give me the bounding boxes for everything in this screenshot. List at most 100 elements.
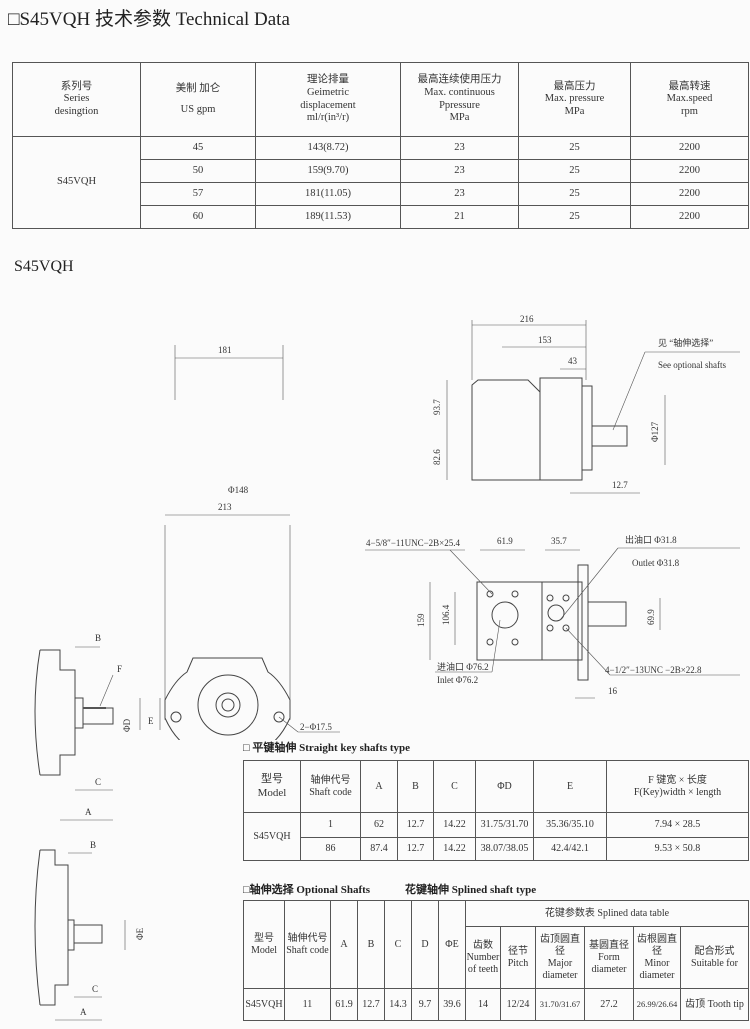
straight-key-heading: □ 平键轴伸 Straight key shafts type [243, 742, 411, 754]
dimension-drawings: 181 213 2−Φ17.5 Φ148 216 153 43 93.7 82.… [164, 314, 740, 740]
cell: 7.94 × 28.5 [606, 812, 749, 838]
header-cn: 轴伸代号 [287, 932, 328, 944]
cell: 39.6 [438, 988, 466, 1021]
header-en: Suitable for [691, 957, 738, 969]
cell: 12.7 [397, 812, 434, 838]
cell: 50 [140, 159, 256, 183]
cell: 57 [140, 182, 256, 206]
dim-153: 153 [538, 335, 552, 345]
cell: 14.22 [433, 837, 476, 861]
dim-213: 213 [218, 502, 232, 512]
cell: 23 [400, 159, 519, 183]
header-cn: 理论排量 [307, 74, 349, 86]
cell: 25 [518, 159, 631, 183]
dim-B: B [90, 840, 96, 850]
page-title: □S45VQH 技术参数 Technical Data [8, 9, 290, 30]
dim-thread-outlet: 4−1/2″−13UNC −2B×22.8 [605, 665, 702, 675]
section-subtitle: S45VQH [14, 258, 74, 275]
series-cell: S45VQH [12, 136, 141, 229]
header-a: A [360, 760, 398, 813]
header-cn: 最高转速 [668, 80, 711, 92]
cell: 2200 [630, 205, 749, 229]
header-d: D [411, 900, 439, 989]
header-en: Max. continuous [424, 86, 495, 98]
header-unit: ml/r(in³/r) [306, 112, 350, 124]
dim-82-6: 82.6 [432, 449, 442, 465]
header-en: F(Key)width × length [633, 786, 722, 798]
bottom-view-drawing: 4−5/8″−11UNC−2B×25.4 61.9 35.7 出油口 Φ31.8… [365, 534, 740, 699]
header-en: Max. pressure [544, 93, 605, 105]
dim-35-7: 35.7 [551, 536, 567, 546]
splined-data-group-header: 花键参数表 Splined data table [465, 900, 749, 927]
outlet-cn: 出油口 Φ31.8 [625, 534, 677, 545]
header-a: A [330, 900, 358, 989]
cell: 31.75/31.70 [475, 812, 534, 838]
dim-106-4: 106.4 [441, 604, 451, 625]
optional-shafts-heading: □轴伸选择 Optional Shafts [243, 884, 371, 896]
header-e: ΦE [438, 900, 466, 989]
splined-shaft-drawing: B ΦE C A [34, 840, 145, 1021]
header-cn: 齿根圆直径 [637, 933, 677, 957]
dim-holes: 2−Φ17.5 [300, 722, 332, 732]
dim-E: ΦE [135, 927, 145, 940]
header-en: Shaft code [286, 944, 329, 956]
cell: 61.9 [330, 988, 358, 1021]
header-e: E [533, 760, 607, 813]
cell: 181(11.05) [255, 182, 401, 206]
header-cn: 型号 [261, 773, 283, 786]
side-view-drawing: 216 153 43 93.7 82.6 Φ127 12.7 见 “轴伸选择” … [432, 314, 740, 494]
cell: 189(11.53) [255, 205, 401, 229]
cell: 35.36/35.10 [533, 812, 607, 838]
cell: 11 [284, 988, 331, 1021]
dim-A: A [85, 807, 92, 817]
splined-shaft-heading: 花键轴伸 Splined shaft type [405, 884, 537, 896]
header-cn: 径节 [508, 945, 528, 957]
cell: 60 [140, 205, 256, 229]
dim-dia127: Φ127 [650, 421, 660, 442]
inlet-en: Inlet Φ76.2 [437, 675, 478, 685]
header-unit: rpm [681, 105, 698, 117]
dim-dia148: Φ148 [228, 485, 249, 495]
cell: 9.53 × 50.8 [606, 837, 749, 861]
header-en: Major diameter [542, 957, 578, 981]
header-cn: 美制 加仑 [175, 82, 221, 94]
header-cn: 轴伸代号 [310, 774, 351, 786]
header-cn: 齿顶圆直径 [540, 933, 580, 957]
outlet-en: Outlet Φ31.8 [632, 558, 680, 568]
cell: 21 [400, 205, 519, 229]
header-en: displacement [300, 99, 356, 111]
cell: 25 [518, 205, 631, 229]
header-cn: 基圆直径 [589, 939, 629, 951]
header-en: Number of teeth [466, 951, 500, 975]
cell: 42.4/42.1 [533, 837, 607, 861]
note-en: See optional shafts [658, 360, 726, 370]
header-unit: MPa [449, 112, 470, 124]
cell: 38.07/38.05 [475, 837, 534, 861]
dim-43: 43 [568, 356, 578, 366]
header-cn: F 键宽 × 长度 [648, 774, 707, 786]
